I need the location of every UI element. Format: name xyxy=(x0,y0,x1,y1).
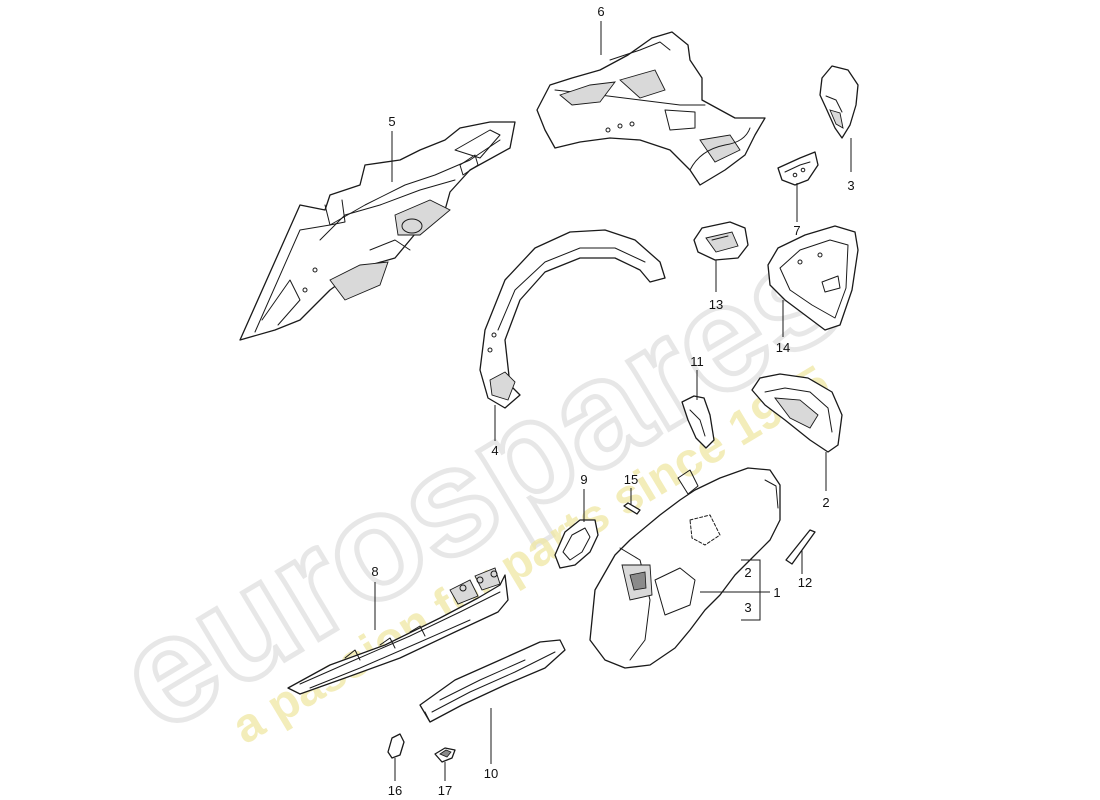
part-5-side-frame xyxy=(239,121,516,341)
bracket-1 xyxy=(741,559,761,621)
part-14-cover-panel xyxy=(767,225,859,331)
callout-5: 5 xyxy=(388,114,395,129)
part-12-strip xyxy=(785,529,816,565)
part-3-bracket xyxy=(819,65,859,139)
callouts: 5 6 3 7 13 14 11 4 9 15 2 2 1 3 12 8 10 … xyxy=(371,4,854,798)
callout-2-right: 2 xyxy=(822,495,829,510)
part-6-quarter-inner-panel xyxy=(536,31,766,186)
callout-8: 8 xyxy=(371,564,378,579)
part-4-wheel-arch xyxy=(479,229,666,409)
callout-2-bracket: 2 xyxy=(744,565,751,580)
callout-15: 15 xyxy=(624,472,638,487)
callout-14: 14 xyxy=(776,340,790,355)
callout-9: 10 xyxy=(484,766,498,781)
part-8-sill-inner xyxy=(287,567,509,695)
callout-16: 16 xyxy=(388,783,402,798)
part-2-trim-panel xyxy=(751,373,843,453)
callout-3-bracket: 3 xyxy=(744,600,751,615)
part-17-nut xyxy=(434,747,456,763)
part-16-cap xyxy=(387,733,405,759)
part-1-quarter-panel xyxy=(589,467,781,669)
callout-6: 6 xyxy=(597,4,604,19)
part-13-vent-frame xyxy=(693,221,749,261)
part-7-gusset xyxy=(777,151,819,186)
callout-10: 9 xyxy=(580,472,587,487)
callout-12: 12 xyxy=(798,575,812,590)
callout-3-top: 3 xyxy=(847,178,854,193)
part-9-outer-sill xyxy=(419,639,566,723)
part-15-clip xyxy=(623,502,641,515)
callout-1: 1 xyxy=(773,585,780,600)
callout-4: 4 xyxy=(491,443,498,458)
part-10-filler-housing xyxy=(554,519,599,569)
callout-7: 7 xyxy=(793,223,800,238)
callout-13: 13 xyxy=(709,297,723,312)
callout-17: 17 xyxy=(438,783,452,798)
leader-lines xyxy=(374,21,852,781)
callout-11: 11 xyxy=(690,354,704,369)
